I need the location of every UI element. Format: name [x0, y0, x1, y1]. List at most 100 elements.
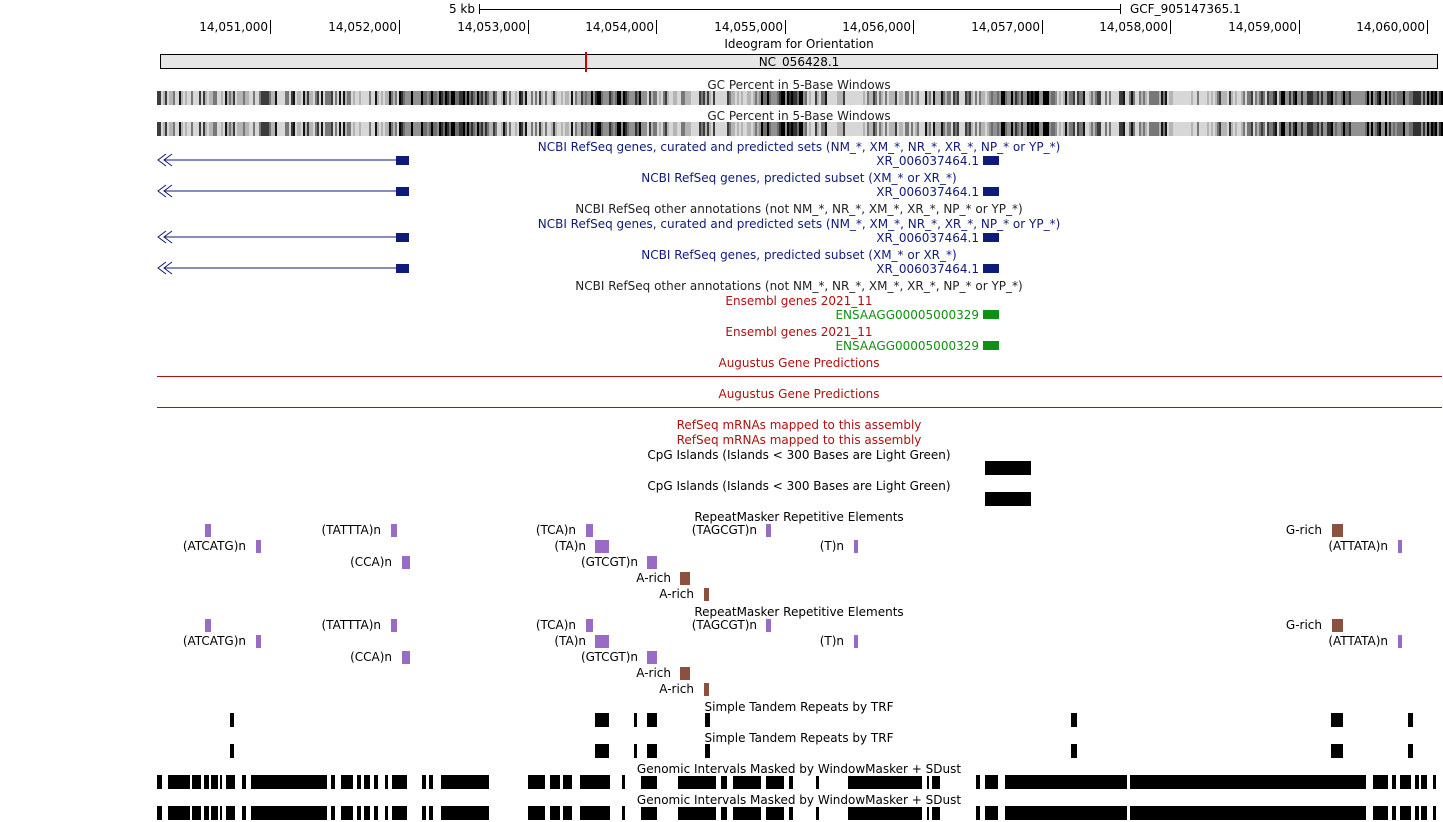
repeat-block[interactable]	[766, 619, 771, 632]
masked-interval[interactable]	[1373, 806, 1388, 820]
masked-interval[interactable]	[1373, 775, 1388, 789]
masked-interval[interactable]	[563, 775, 572, 789]
repeat-block[interactable]	[854, 635, 858, 648]
repeat-block[interactable]	[704, 683, 709, 696]
masked-interval[interactable]	[721, 775, 727, 789]
cpg-label[interactable]: CpG Islands (Islands < 300 Bases are Lig…	[647, 448, 951, 462]
repeat-block[interactable]	[595, 635, 609, 648]
trf-block[interactable]	[1408, 744, 1413, 758]
repeat-block[interactable]	[391, 524, 397, 537]
repeat-block[interactable]	[1398, 540, 1402, 553]
masked-interval[interactable]	[641, 806, 657, 820]
trf-block[interactable]	[1331, 713, 1343, 727]
masked-interval[interactable]	[641, 775, 657, 789]
masked-interval[interactable]	[678, 806, 716, 820]
masked-interval[interactable]	[1130, 806, 1366, 820]
masked-interval[interactable]	[157, 806, 162, 820]
ensembl-label[interactable]: Ensembl genes 2021_11	[725, 325, 873, 339]
trf-block[interactable]	[647, 713, 657, 727]
repeat-block[interactable]	[402, 651, 410, 664]
masked-interval[interactable]	[789, 775, 793, 789]
transcript-id[interactable]: XR_006037464.1	[876, 185, 979, 199]
gc-track-label[interactable]: GC Percent in 5-Base Windows	[707, 78, 891, 92]
masked-interval[interactable]	[848, 806, 922, 820]
masked-interval[interactable]	[580, 806, 610, 820]
gc-track-label[interactable]: GC Percent in 5-Base Windows	[707, 109, 891, 123]
masked-interval[interactable]	[550, 806, 560, 820]
masked-interval[interactable]	[985, 806, 998, 820]
repeat-block[interactable]	[680, 667, 690, 680]
repeat-block[interactable]	[205, 524, 211, 537]
masked-interval[interactable]	[422, 806, 426, 820]
masked-interval[interactable]	[1400, 775, 1411, 789]
masked-interval[interactable]	[985, 775, 998, 789]
ensembl-exon[interactable]	[983, 341, 999, 350]
repeat-block[interactable]	[854, 540, 858, 553]
repeat-block[interactable]	[1332, 524, 1343, 537]
masked-interval[interactable]	[226, 775, 235, 789]
gc-track-wiggle[interactable]	[157, 122, 1443, 136]
masked-interval[interactable]	[789, 806, 793, 820]
masked-interval[interactable]	[226, 806, 235, 820]
masked-interval[interactable]	[528, 806, 545, 820]
masked-interval[interactable]	[976, 775, 980, 789]
masked-interval[interactable]	[341, 775, 353, 789]
gc-track-wiggle[interactable]	[157, 91, 1443, 105]
masked-interval[interactable]	[204, 806, 209, 820]
cpg-island[interactable]	[985, 461, 1031, 475]
masked-interval[interactable]	[204, 775, 209, 789]
refseq-mrna-label[interactable]: RefSeq mRNAs mapped to this assembly	[676, 433, 922, 447]
refseq-exon[interactable]	[983, 156, 999, 165]
masked-interval[interactable]	[429, 775, 433, 789]
windowmasker-label[interactable]: Genomic Intervals Masked by WindowMasker…	[635, 793, 963, 807]
masked-interval[interactable]	[374, 806, 378, 820]
masked-interval[interactable]	[392, 775, 407, 789]
masked-interval[interactable]	[1130, 775, 1366, 789]
masked-interval[interactable]	[848, 775, 922, 789]
masked-interval[interactable]	[1392, 775, 1396, 789]
masked-interval[interactable]	[766, 775, 784, 789]
trf-block[interactable]	[595, 713, 609, 727]
repeat-block[interactable]	[680, 572, 690, 585]
masked-interval[interactable]	[1421, 806, 1427, 820]
repeat-block[interactable]	[647, 651, 657, 664]
masked-interval[interactable]	[192, 775, 201, 789]
masked-interval[interactable]	[1415, 775, 1419, 789]
ensembl-exon[interactable]	[983, 310, 999, 319]
trf-label[interactable]: Simple Tandem Repeats by TRF	[704, 700, 894, 714]
masked-interval[interactable]	[364, 806, 370, 820]
masked-interval[interactable]	[251, 806, 327, 820]
trf-block[interactable]	[705, 713, 710, 727]
transcript-id[interactable]: XR_006037464.1	[876, 262, 979, 276]
repeat-block[interactable]	[1332, 619, 1343, 632]
ensembl-gene-id[interactable]: ENSAAGG00005000329	[835, 308, 979, 322]
transcript-id[interactable]: XR_006037464.1	[876, 154, 979, 168]
refseq-exon[interactable]	[983, 233, 999, 242]
masked-interval[interactable]	[242, 775, 246, 789]
masked-interval[interactable]	[392, 806, 407, 820]
masked-interval[interactable]	[429, 806, 433, 820]
repeat-block[interactable]	[647, 556, 657, 569]
masked-interval[interactable]	[441, 806, 489, 820]
masked-interval[interactable]	[168, 775, 190, 789]
refseq-curated-label[interactable]: NCBI RefSeq genes, curated and predicted…	[537, 217, 1061, 231]
masked-interval[interactable]	[220, 806, 222, 820]
ideogram-chromosome[interactable]	[160, 54, 1438, 69]
refseq-predicted-label[interactable]: NCBI RefSeq genes, predicted subset (XM_…	[641, 171, 957, 185]
cpg-label[interactable]: CpG Islands (Islands < 300 Bases are Lig…	[647, 479, 951, 493]
masked-interval[interactable]	[550, 775, 560, 789]
masked-interval[interactable]	[168, 806, 190, 820]
trf-block[interactable]	[634, 713, 637, 727]
repeat-block[interactable]	[1398, 635, 1402, 648]
masked-interval[interactable]	[1433, 806, 1436, 820]
trf-block[interactable]	[1071, 713, 1077, 727]
trf-block[interactable]	[595, 744, 609, 758]
masked-interval[interactable]	[932, 806, 940, 820]
trf-block[interactable]	[230, 744, 234, 758]
masked-interval[interactable]	[976, 806, 980, 820]
masked-interval[interactable]	[364, 775, 370, 789]
masked-interval[interactable]	[1400, 806, 1411, 820]
masked-interval[interactable]	[357, 775, 361, 789]
masked-interval[interactable]	[157, 775, 162, 789]
masked-interval[interactable]	[251, 775, 327, 789]
